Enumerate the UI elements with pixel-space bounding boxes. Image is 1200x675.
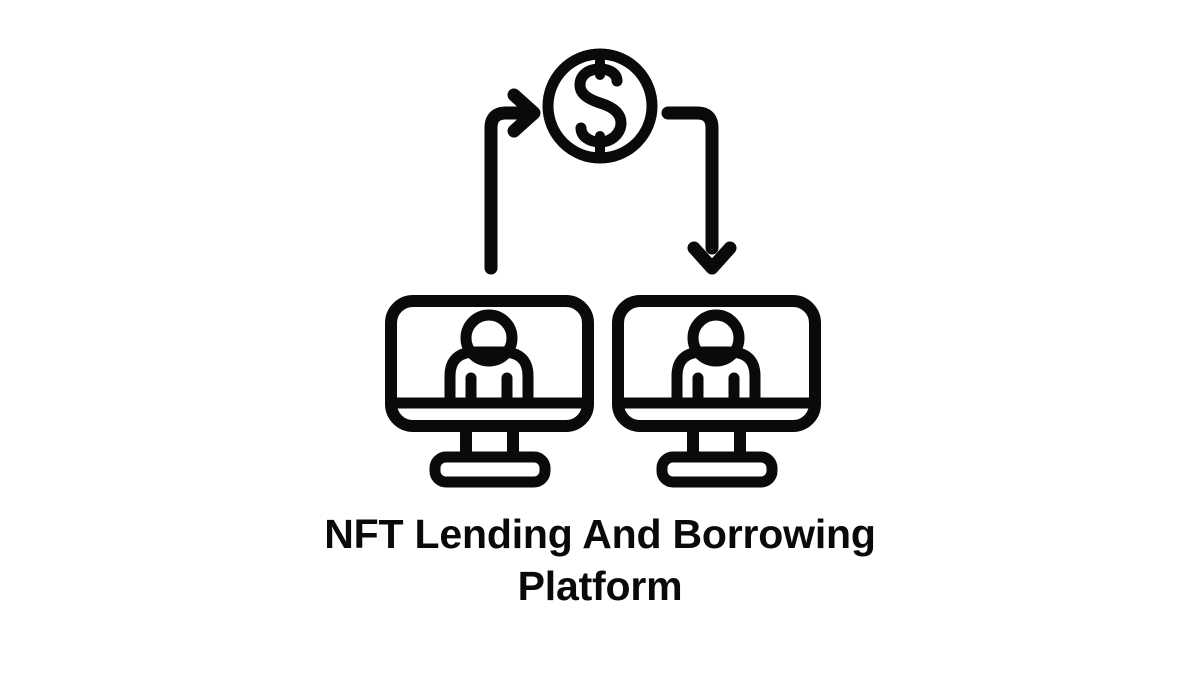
lend-arrow-head [507,88,541,138]
borrow-arrow-head [687,241,737,275]
lender-person-icon [444,309,534,404]
monitor-frame-outline [385,295,594,432]
borrower-person-icon [671,309,761,404]
lend-arrow-icon [484,88,541,275]
coin-circle-outline [542,48,658,164]
dollar-coin-icon [542,48,658,164]
person-shoulders-outline [671,346,761,398]
person-shoulders-outline [444,346,534,398]
lender-monitor-icon [385,295,594,488]
borrower-monitor-icon [612,295,821,488]
lend-arrow-path [484,106,531,275]
person-head-outline [687,309,745,367]
monitor-base-bar [656,451,778,488]
person-arms-notch [692,372,740,404]
borrow-arrow-icon [661,106,737,275]
monitor-frame-outline [612,295,821,432]
person-arms-notch [465,372,513,404]
person-head-outline [460,309,518,367]
borrow-arrow-path [661,106,719,255]
monitor-base-bar [429,451,551,488]
